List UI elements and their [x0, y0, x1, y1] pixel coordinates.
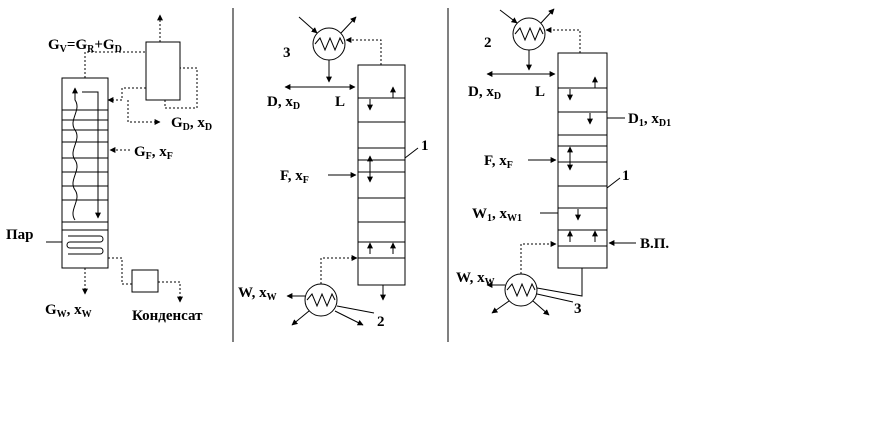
middle-label-w-xw: W, xW: [238, 285, 277, 303]
right-label-2: 2: [484, 35, 492, 51]
right-column-trays: [558, 87, 607, 247]
right-label-1: 1: [622, 168, 630, 184]
middle-reboiler-icon: [304, 283, 338, 317]
middle-condenser-coolant-in: [298, 16, 318, 34]
right-reboiler-vapour-up: [520, 241, 557, 274]
condensate-line: [108, 257, 132, 285]
middle-label-1: 1: [421, 138, 429, 154]
left-column: [61, 77, 109, 269]
right-condenser-icon: [512, 17, 546, 51]
right-label-l: L: [535, 84, 545, 100]
right-label-vp: В.П.: [640, 236, 669, 252]
left-distillate-line: [127, 100, 161, 125]
left-condenser-box: [145, 41, 181, 101]
right-label-w1-xw1: W1, xW1: [472, 206, 522, 224]
left-scheme: GV=GR+GD GD, xD GF, xF Пар GW, xW Конден…: [6, 14, 212, 324]
middle-vapour-to-condenser: [345, 37, 382, 65]
middle-reboiler-vapour-up: [320, 255, 358, 284]
left-vapour-line: [84, 51, 146, 78]
right-bottoms-line: [536, 268, 583, 297]
heating-coil-icon: [66, 235, 104, 255]
middle-label-3: 3: [283, 45, 291, 61]
label-gv-gr-gd: GV=GR+GD: [48, 37, 122, 55]
label-gf-xf: GF, xF: [134, 144, 173, 162]
left-reflux-line: [107, 87, 146, 103]
right-reboiler-icon: [504, 273, 538, 307]
right-column: [557, 52, 608, 269]
middle-condenser-coolant-out: [340, 16, 357, 34]
middle-label-d-xd: D, xD: [267, 94, 300, 112]
middle-column-trays: [358, 97, 405, 259]
condensate-trap-box: [131, 269, 159, 293]
label-par: Пар: [6, 227, 34, 243]
left-liquid-flow-arrow: [82, 91, 101, 219]
middle-label-2: 2: [377, 314, 385, 330]
middle-label-f-xf: F, xF: [280, 168, 309, 186]
left-vapour-flow-arrow: [72, 87, 78, 221]
label-gw-xw: GW, xW: [45, 302, 92, 320]
label-kondensat: Конденсат: [132, 308, 203, 324]
middle-condenser-icon: [312, 27, 346, 61]
right-label-d-xd: D, xD: [468, 84, 501, 102]
right-scheme: 2 D, xD L D1, xD1 F, xF 1 W1, xW1 В.П. W…: [456, 8, 671, 317]
middle-heating-out: [334, 310, 364, 326]
right-pointer-1: [606, 177, 621, 189]
right-label-3: 3: [574, 301, 582, 317]
right-label-f-xf: F, xF: [484, 153, 513, 171]
middle-label-l: L: [335, 94, 345, 110]
left-column-trays: [62, 109, 108, 231]
right-label-w-xw: W, xW: [456, 270, 495, 288]
right-label-d1-xd1: D1, xD1: [628, 111, 671, 129]
left-coolant-in-line: [164, 67, 198, 109]
middle-heating-in: [291, 310, 310, 326]
right-vapour-to-condenser: [545, 27, 581, 53]
condensate-out-arrow: [158, 281, 183, 303]
middle-column: [357, 64, 406, 286]
middle-scheme: 3 D, xD L 1 F, xF W, xW 2: [238, 16, 429, 330]
label-gd-xd: GD, xD: [171, 115, 212, 133]
middle-pointer-1: [404, 147, 419, 159]
